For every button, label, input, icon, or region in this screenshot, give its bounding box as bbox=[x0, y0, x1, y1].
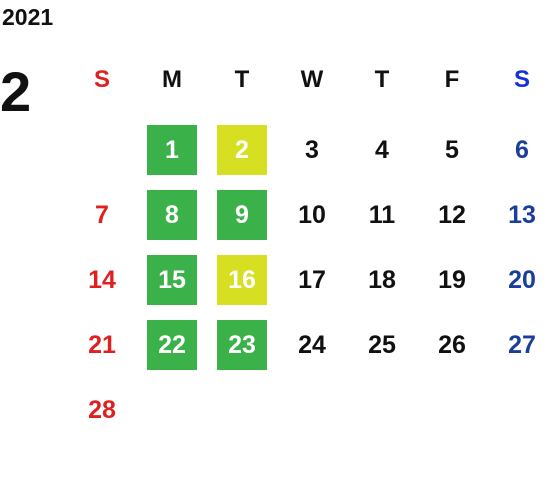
year-label: 2021 bbox=[2, 4, 54, 30]
day-cell-15[interactable]: 15 bbox=[147, 255, 197, 305]
day-cell-10[interactable]: 10 bbox=[298, 200, 326, 229]
day-cell-17[interactable]: 17 bbox=[298, 265, 326, 294]
day-cell-28[interactable]: 28 bbox=[88, 395, 116, 424]
day-cell-11[interactable]: 11 bbox=[368, 200, 396, 229]
weekday-header-saturday: S bbox=[513, 66, 530, 93]
day-cell-6[interactable]: 6 bbox=[515, 135, 529, 164]
month-label: 2 bbox=[0, 60, 32, 123]
day-cell-5[interactable]: 5 bbox=[445, 135, 459, 164]
day-cell-2[interactable]: 2 bbox=[217, 125, 267, 175]
weekday-header-tuesday: T bbox=[234, 66, 250, 93]
day-cell-22[interactable]: 22 bbox=[147, 320, 197, 370]
weekday-header-wednesday: W bbox=[300, 66, 324, 93]
day-cell-4[interactable]: 4 bbox=[375, 135, 389, 164]
day-cell-21[interactable]: 21 bbox=[88, 330, 116, 359]
day-cell-26[interactable]: 26 bbox=[438, 330, 466, 359]
day-cell-20[interactable]: 20 bbox=[508, 265, 536, 294]
day-cell-24[interactable]: 24 bbox=[298, 330, 326, 359]
day-cell-12[interactable]: 12 bbox=[438, 200, 466, 229]
day-cell-8[interactable]: 8 bbox=[147, 190, 197, 240]
day-cell-16[interactable]: 16 bbox=[217, 255, 267, 305]
day-cell-25[interactable]: 25 bbox=[368, 330, 396, 359]
day-cell-14[interactable]: 14 bbox=[88, 265, 116, 294]
day-cell-23[interactable]: 23 bbox=[217, 320, 267, 370]
day-cell-9[interactable]: 9 bbox=[217, 190, 267, 240]
weekday-header-thursday: T bbox=[374, 66, 390, 93]
day-cell-18[interactable]: 18 bbox=[368, 265, 396, 294]
weekday-header-monday: M bbox=[162, 66, 182, 93]
weekday-header-sunday: S bbox=[93, 66, 110, 93]
day-cell-3[interactable]: 3 bbox=[305, 135, 319, 164]
day-cell-1[interactable]: 1 bbox=[147, 125, 197, 175]
day-cell-19[interactable]: 19 bbox=[438, 265, 466, 294]
day-cell-27[interactable]: 27 bbox=[508, 330, 536, 359]
day-cell-13[interactable]: 13 bbox=[508, 200, 536, 229]
weekday-header-friday: F bbox=[444, 66, 460, 93]
day-cell-7[interactable]: 7 bbox=[95, 200, 109, 229]
